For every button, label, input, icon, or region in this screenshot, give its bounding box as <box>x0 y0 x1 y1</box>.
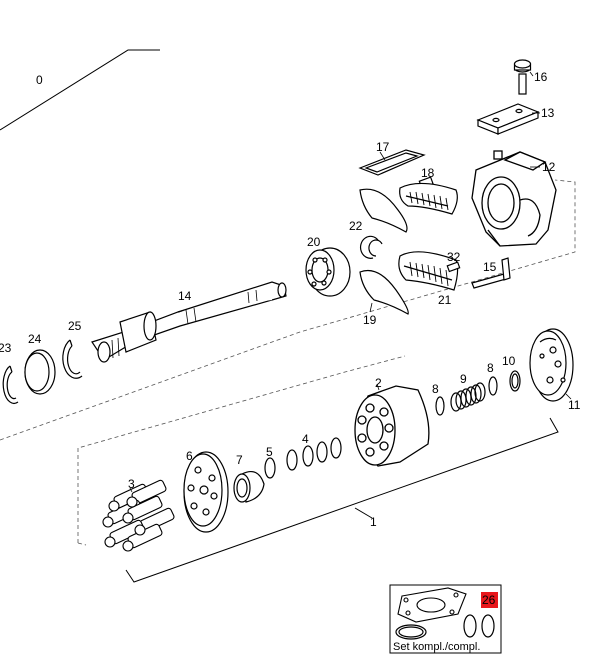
part-6-retaining-plate[interactable] <box>183 451 229 533</box>
group-1-bracket <box>125 417 559 583</box>
callout-24[interactable]: 24 <box>28 332 42 346</box>
callout-12[interactable]: 12 <box>542 160 556 174</box>
part-3-pistons[interactable] <box>102 479 175 552</box>
callout-4[interactable]: 4 <box>302 432 309 446</box>
part-5-ring[interactable] <box>264 457 276 479</box>
part-19-liner-shell[interactable] <box>359 269 409 315</box>
callout-23[interactable]: 23 <box>0 341 12 355</box>
part-11-valve-plate[interactable] <box>529 328 574 402</box>
callout-7[interactable]: 7 <box>236 453 243 467</box>
part-8-ring-right[interactable] <box>488 376 498 396</box>
callout-0[interactable]: 0 <box>36 73 43 87</box>
part-17-gasket[interactable] <box>358 149 426 176</box>
callout-8a[interactable]: 8 <box>432 382 439 396</box>
seal-kit-box[interactable]: 26 Set kompl./compl. <box>389 584 502 654</box>
callout-13[interactable]: 13 <box>541 106 555 120</box>
part-23-snap-ring[interactable] <box>2 365 19 404</box>
part-2-cylinder-block[interactable] <box>354 385 430 467</box>
callout-2[interactable]: 2 <box>375 376 382 390</box>
part-22-clip[interactable] <box>359 235 383 259</box>
assembly-leader <box>0 49 160 131</box>
part-20-bearing[interactable] <box>305 247 351 297</box>
callout-20[interactable]: 20 <box>307 235 321 249</box>
part-12-swash-housing[interactable] <box>471 150 557 247</box>
callout-32[interactable]: 32 <box>447 250 461 264</box>
part-13-block[interactable] <box>476 103 540 135</box>
callout-11[interactable]: 11 <box>568 398 581 412</box>
callout-9[interactable]: 9 <box>460 372 467 386</box>
callout-16[interactable]: 16 <box>534 70 548 84</box>
part-8-ring-left[interactable] <box>435 396 445 416</box>
part-24-seal-disk[interactable] <box>24 349 56 395</box>
kit-number: 26 <box>482 593 496 607</box>
part-21-bearing-shell[interactable] <box>398 251 459 291</box>
callout-14[interactable]: 14 <box>178 289 192 303</box>
part-16-bolt[interactable] <box>513 59 532 95</box>
part-14-drive-shaft[interactable] <box>91 281 287 363</box>
callout-10[interactable]: 10 <box>502 354 516 368</box>
callout-21[interactable]: 21 <box>438 293 452 307</box>
callout-25[interactable]: 25 <box>68 319 82 333</box>
callout-5[interactable]: 5 <box>266 445 273 459</box>
lower-dashed-frame <box>77 355 406 546</box>
upper-bearing-shell[interactable] <box>399 182 458 215</box>
callout-6[interactable]: 6 <box>186 449 193 463</box>
callout-19[interactable]: 19 <box>363 313 377 327</box>
kit-oring-icon <box>395 614 495 640</box>
callout-3[interactable]: 3 <box>128 477 135 491</box>
kit-gasket-icon <box>397 587 467 623</box>
part-9-spring[interactable] <box>450 382 486 412</box>
callout-17[interactable]: 17 <box>376 140 390 154</box>
callout-15[interactable]: 15 <box>483 260 497 274</box>
callout-8b[interactable]: 8 <box>487 361 494 375</box>
part-7-ball-guide[interactable] <box>233 471 265 503</box>
part-4-rings[interactable] <box>286 437 342 471</box>
kit-caption: Set kompl./compl. <box>393 641 480 653</box>
part-15-hex-key[interactable] <box>471 257 511 289</box>
part-32-pin[interactable] <box>446 261 461 273</box>
callout-1[interactable]: 1 <box>370 515 377 529</box>
upper-liner-shell[interactable] <box>359 188 408 233</box>
part-10-ring[interactable] <box>509 370 521 392</box>
kit-number-badge <box>481 592 498 608</box>
callout-22[interactable]: 22 <box>349 219 363 233</box>
callout-18[interactable]: 18 <box>421 166 435 180</box>
part-25-circlip[interactable] <box>62 339 83 379</box>
upper-dashed-frame <box>0 179 576 441</box>
